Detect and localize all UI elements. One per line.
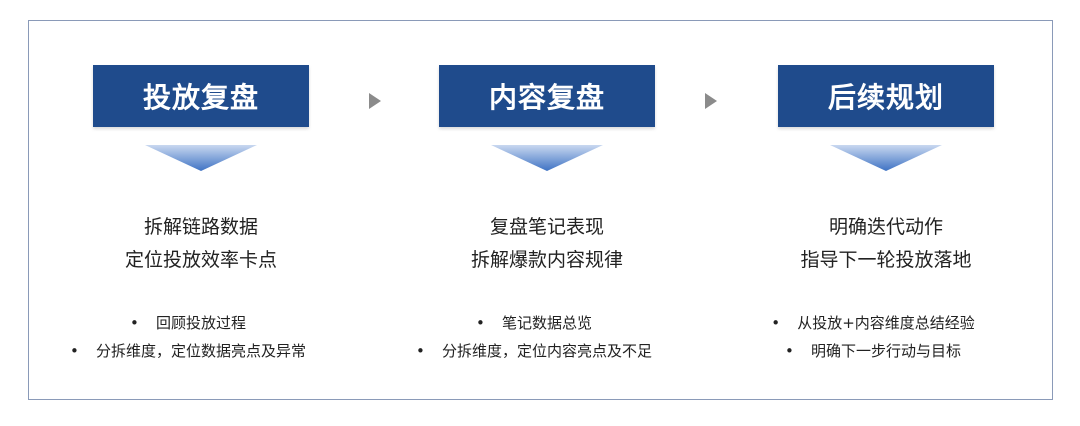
- step-title-box: 投放复盘: [93, 65, 309, 127]
- step-column-1: 投放复盘 拆解链路数据 定位投放效率卡点 回顾投放过程 分拆维度，定位数据亮点及…: [55, 21, 355, 399]
- next-arrow-icon: [705, 93, 717, 109]
- bullet-text: 回顾投放过程: [155, 314, 246, 332]
- description-line: 拆解爆款内容规律: [470, 249, 623, 271]
- step-column-3: 后续规划 明确迭代动作 指导下一轮投放落地 从投放+内容维度总结经验 明确下一步…: [740, 21, 1040, 399]
- bullet-text: 分拆维度，定位数据亮点及异常: [95, 342, 306, 360]
- description-line: 明确迭代动作: [828, 216, 943, 238]
- bullet-text: 笔记数据总览: [501, 314, 592, 332]
- description-line: 指导下一轮投放落地: [800, 249, 972, 271]
- step-title: 投放复盘: [142, 81, 259, 114]
- bullet-item: 笔记数据总览: [401, 309, 693, 337]
- bullet-list: 回顾投放过程 分拆维度，定位数据亮点及异常: [55, 309, 347, 365]
- diagram-frame: 投放复盘 拆解链路数据 定位投放效率卡点 回顾投放过程 分拆维度，定位数据亮点及…: [28, 20, 1053, 400]
- bullet-text: 分拆维度，定位内容亮点及不足: [441, 342, 652, 360]
- bullet-item: 明确下一步行动与目标: [740, 337, 1032, 365]
- bullet-item: 分拆维度，定位数据亮点及异常: [55, 337, 347, 365]
- step-description: 明确迭代动作 指导下一轮投放落地: [740, 211, 1032, 277]
- bullet-item: 回顾投放过程: [55, 309, 347, 337]
- step-column-2: 内容复盘 复盘笔记表现 拆解爆款内容规律 笔记数据总览 分拆维度，定位内容亮点及…: [401, 21, 701, 399]
- bullet-list: 从投放+内容维度总结经验 明确下一步行动与目标: [740, 309, 1032, 365]
- step-title-box: 后续规划: [778, 65, 994, 127]
- bullet-item: 分拆维度，定位内容亮点及不足: [401, 337, 693, 365]
- step-description: 复盘笔记表现 拆解爆款内容规律: [401, 211, 693, 277]
- bullet-text: 明确下一步行动与目标: [810, 342, 961, 360]
- bullet-text: 从投放+内容维度总结经验: [797, 314, 975, 332]
- chevron-down-icon: [830, 145, 942, 171]
- chevron-down-icon: [145, 145, 257, 171]
- chevron-down-icon: [491, 145, 603, 171]
- step-title-box: 内容复盘: [439, 65, 655, 127]
- step-title: 后续规划: [827, 81, 944, 114]
- step-title: 内容复盘: [488, 81, 605, 114]
- description-line: 定位投放效率卡点: [124, 249, 277, 271]
- bullet-item: 从投放+内容维度总结经验: [740, 309, 1032, 337]
- next-arrow-icon: [369, 93, 381, 109]
- step-description: 拆解链路数据 定位投放效率卡点: [55, 211, 347, 277]
- description-line: 复盘笔记表现: [489, 216, 604, 238]
- description-line: 拆解链路数据: [143, 216, 258, 238]
- bullet-list: 笔记数据总览 分拆维度，定位内容亮点及不足: [401, 309, 693, 365]
